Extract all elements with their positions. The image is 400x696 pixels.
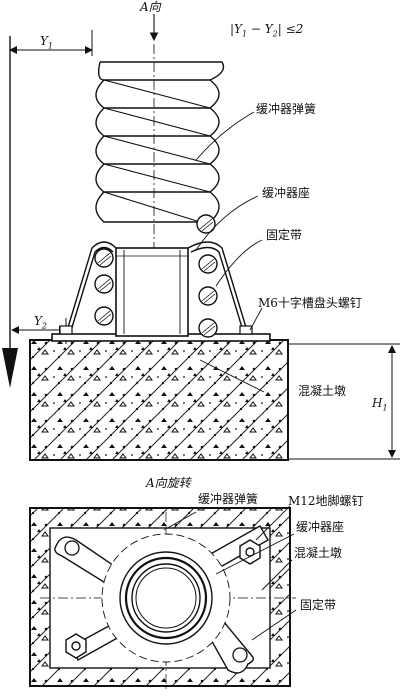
label-tolerance-formula: |Y1 − Y2| ≤2 [230, 22, 304, 39]
label-y1: Y1 [40, 34, 54, 51]
buffer-spring-side [95, 61, 225, 223]
label-spring: 缓冲器弹簧 [256, 102, 317, 116]
spring-ends-plan [64, 540, 248, 663]
label-seat: 缓冲器座 [262, 186, 311, 200]
label-concrete: 混凝土墩 [298, 384, 347, 398]
m6-screws [59, 325, 253, 335]
label-view-direction: A向 [140, 0, 161, 14]
label-band-plan: 固定带 [300, 598, 337, 612]
label-y2: Y2 [34, 314, 48, 331]
m12-anchor-bolts [65, 539, 261, 659]
label-seat-plan: 缓冲器座 [296, 520, 345, 534]
buffer-seat-side [115, 247, 189, 337]
leader-lines-bottom [163, 505, 297, 641]
concrete-pier-side [29, 339, 289, 461]
label-concrete-plan: 混凝土墩 [294, 546, 343, 560]
y1-dimension [9, 30, 93, 360]
spring-wire-hatch [97, 218, 216, 336]
label-m6-screw: M6十字槽盘头螺钉 [258, 296, 362, 310]
label-band: 固定带 [266, 228, 303, 242]
label-h1: H1 [372, 396, 388, 413]
buffer-seat-plan [101, 533, 231, 663]
label-rotated-view: A向旋转 [146, 476, 191, 490]
leader-lines-top [195, 111, 265, 393]
h1-dimension [288, 343, 400, 460]
label-anchor-bolt: M12地脚螺钉 [288, 494, 364, 508]
label-spring-plan: 缓冲器弹簧 [198, 492, 259, 506]
load-direction-arrow [2, 348, 18, 388]
fixing-band-side [65, 241, 249, 335]
